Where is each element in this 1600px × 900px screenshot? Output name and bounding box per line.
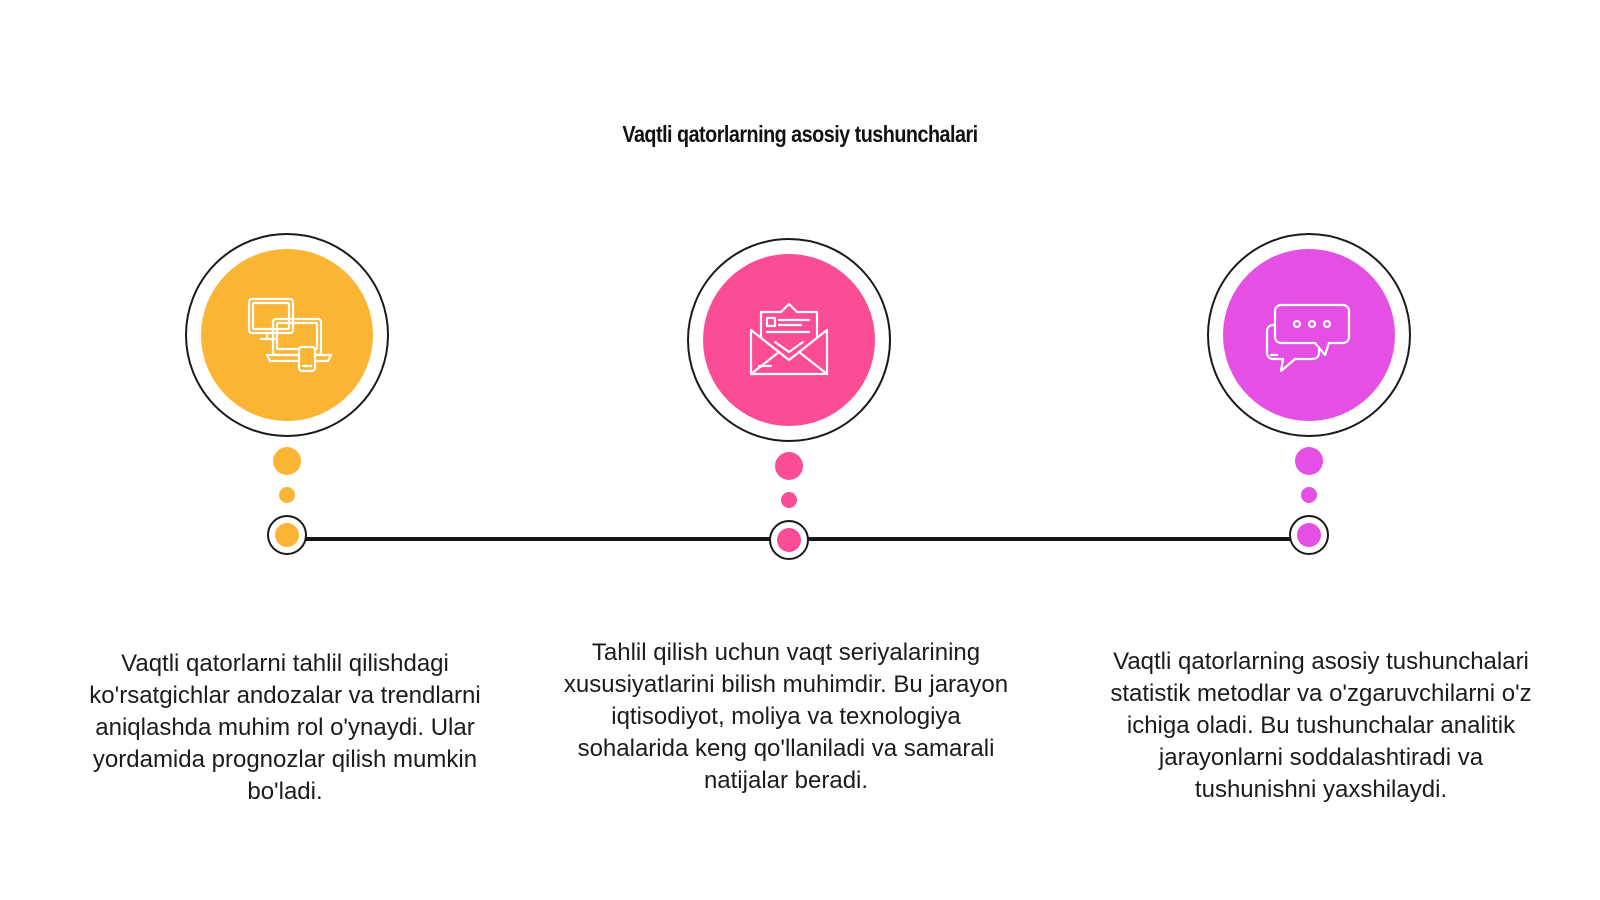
connector-dot-small (1301, 487, 1317, 503)
timeline-anchor-dot (777, 528, 801, 552)
icon-disc (201, 249, 373, 421)
connector-dot-small (279, 487, 295, 503)
connector-dot-small (781, 492, 797, 508)
chat-bubbles-icon (1265, 303, 1351, 373)
icon-disc (1223, 249, 1395, 421)
connector-dot-large (1295, 447, 1323, 475)
icon-disc (703, 254, 875, 426)
devices-icon (247, 297, 333, 373)
timeline-anchor (769, 520, 809, 560)
timeline-anchor (267, 515, 307, 555)
connector-dot-large (273, 447, 301, 475)
description-3: Vaqtli qatorlarning asosiy tushunchalari… (1110, 648, 1532, 803)
icon-ring (687, 238, 891, 442)
description-2: Tahlil qilish uchun vaqt seriyalarining … (563, 639, 1009, 794)
icon-ring (1207, 233, 1411, 437)
icon-ring (185, 233, 389, 437)
diagram-title: Vaqtli qatorlarning asosiy tushunchalari (622, 121, 978, 147)
description-1: Vaqtli qatorlarni tahlil qilishdagi ko'r… (89, 650, 481, 805)
timeline-anchor-dot (1297, 523, 1321, 547)
timeline-anchor (1289, 515, 1329, 555)
timeline-anchor-dot (275, 523, 299, 547)
envelope-letter-icon (749, 302, 829, 376)
connector-dot-large (775, 452, 803, 480)
